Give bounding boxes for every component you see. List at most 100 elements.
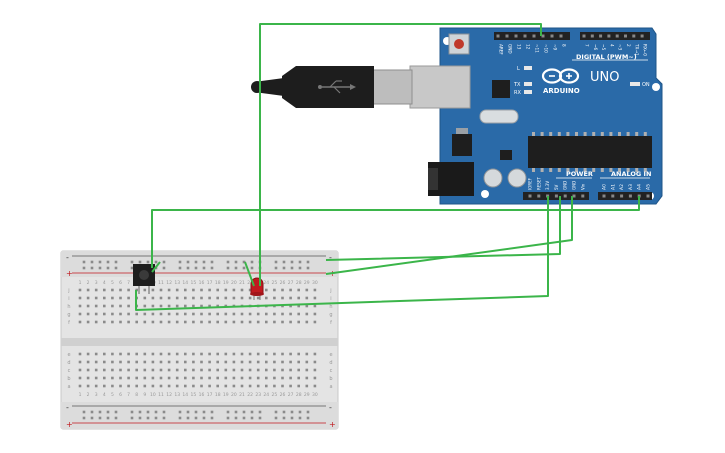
- breadboard-hole[interactable]: [151, 320, 155, 324]
- breadboard-hole[interactable]: [143, 360, 147, 364]
- rail-hole[interactable]: [202, 410, 206, 414]
- breadboard-hole[interactable]: [289, 312, 292, 316]
- rail-hole[interactable]: [90, 416, 94, 420]
- breadboard-hole[interactable]: [313, 320, 317, 324]
- breadboard-hole[interactable]: [305, 288, 309, 292]
- breadboard-hole[interactable]: [289, 320, 292, 324]
- breadboard-hole[interactable]: [232, 288, 236, 292]
- breadboard-hole[interactable]: [289, 384, 292, 388]
- breadboard-hole[interactable]: [297, 368, 300, 372]
- breadboard-hole[interactable]: [103, 368, 106, 372]
- breadboard-hole[interactable]: [184, 368, 187, 372]
- breadboard-hole[interactable]: [143, 368, 147, 372]
- rail-hole[interactable]: [154, 410, 158, 414]
- breadboard-hole[interactable]: [94, 352, 98, 356]
- breadboard-hole[interactable]: [281, 312, 284, 316]
- breadboard-hole[interactable]: [111, 304, 114, 308]
- breadboard-hole[interactable]: [127, 384, 130, 388]
- rail-hole[interactable]: [106, 260, 110, 264]
- rail-hole[interactable]: [90, 266, 94, 270]
- breadboard-hole[interactable]: [151, 360, 155, 364]
- breadboard-hole[interactable]: [167, 288, 171, 292]
- breadboard-hole[interactable]: [175, 368, 179, 372]
- breadboard-hole[interactable]: [127, 312, 130, 316]
- breadboard-hole[interactable]: [273, 288, 276, 292]
- rail-hole[interactable]: [178, 410, 182, 414]
- breadboard-hole[interactable]: [248, 368, 252, 372]
- rail-hole[interactable]: [298, 266, 302, 270]
- rail-hole[interactable]: [98, 260, 102, 264]
- breadboard-hole[interactable]: [224, 376, 228, 380]
- breadboard-hole[interactable]: [305, 352, 309, 356]
- breadboard-hole[interactable]: [208, 376, 211, 380]
- analog-pin-hole[interactable]: [611, 194, 615, 198]
- breadboard-hole[interactable]: [313, 368, 317, 372]
- breadboard-hole[interactable]: [184, 320, 187, 324]
- breadboard-hole[interactable]: [216, 360, 219, 364]
- breadboard-hole[interactable]: [289, 368, 292, 372]
- breadboard-hole[interactable]: [248, 360, 252, 364]
- digital-pin-hole[interactable]: [523, 34, 527, 38]
- breadboard-hole[interactable]: [159, 352, 163, 356]
- rail-hole[interactable]: [114, 416, 118, 420]
- rail-hole[interactable]: [82, 266, 86, 270]
- breadboard-hole[interactable]: [167, 352, 171, 356]
- breadboard-hole[interactable]: [135, 384, 138, 388]
- rail-hole[interactable]: [242, 410, 246, 414]
- breadboard-hole[interactable]: [78, 288, 82, 292]
- breadboard-hole[interactable]: [94, 320, 98, 324]
- breadboard-hole[interactable]: [127, 304, 130, 308]
- breadboard-hole[interactable]: [175, 320, 179, 324]
- rail-hole[interactable]: [282, 410, 286, 414]
- digital-pin-hole[interactable]: [640, 34, 644, 38]
- rail-hole[interactable]: [146, 410, 150, 414]
- rail-hole[interactable]: [250, 416, 254, 420]
- breadboard-hole[interactable]: [265, 360, 268, 364]
- breadboard-hole[interactable]: [78, 320, 82, 324]
- wire-led-jumper[interactable]: [244, 261, 255, 287]
- breadboard-hole[interactable]: [167, 368, 171, 372]
- breadboard-hole[interactable]: [151, 312, 155, 316]
- breadboard-hole[interactable]: [159, 384, 163, 388]
- rail-hole[interactable]: [130, 410, 134, 414]
- wire-rail-to-5v[interactable]: [325, 196, 573, 275]
- breadboard-hole[interactable]: [240, 360, 244, 364]
- breadboard-hole[interactable]: [127, 288, 130, 292]
- rail-hole[interactable]: [202, 260, 206, 264]
- breadboard-hole[interactable]: [297, 320, 300, 324]
- rail-hole[interactable]: [274, 416, 278, 420]
- rail-hole[interactable]: [282, 260, 286, 264]
- breadboard-hole[interactable]: [143, 320, 147, 324]
- breadboard-hole[interactable]: [192, 304, 195, 308]
- breadboard-hole[interactable]: [192, 384, 195, 388]
- breadboard-hole[interactable]: [297, 288, 300, 292]
- breadboard-hole[interactable]: [256, 296, 260, 300]
- breadboard-hole[interactable]: [216, 296, 219, 300]
- breadboard-hole[interactable]: [200, 360, 203, 364]
- breadboard-hole[interactable]: [232, 352, 236, 356]
- breadboard-hole[interactable]: [175, 304, 179, 308]
- breadboard-hole[interactable]: [175, 352, 179, 356]
- rail-hole[interactable]: [114, 410, 118, 414]
- breadboard-hole[interactable]: [86, 296, 90, 300]
- breadboard-hole[interactable]: [119, 304, 122, 308]
- breadboard-hole[interactable]: [289, 296, 292, 300]
- breadboard-hole[interactable]: [265, 376, 268, 380]
- breadboard-hole[interactable]: [184, 352, 187, 356]
- rail-hole[interactable]: [186, 266, 190, 270]
- breadboard-hole[interactable]: [265, 312, 268, 316]
- rail-hole[interactable]: [186, 416, 190, 420]
- breadboard-hole[interactable]: [175, 384, 179, 388]
- breadboard-hole[interactable]: [289, 304, 292, 308]
- power-pin-hole[interactable]: [554, 194, 558, 198]
- breadboard-hole[interactable]: [256, 376, 260, 380]
- breadboard-hole[interactable]: [103, 304, 106, 308]
- breadboard-hole[interactable]: [224, 368, 228, 372]
- wire-rail-to-gnd[interactable]: [325, 196, 561, 261]
- rail-hole[interactable]: [130, 266, 134, 270]
- breadboard-hole[interactable]: [119, 296, 122, 300]
- breadboard-hole[interactable]: [103, 312, 106, 316]
- breadboard-hole[interactable]: [94, 360, 98, 364]
- rail-hole[interactable]: [106, 266, 110, 270]
- digital-pin-hole[interactable]: [607, 34, 611, 38]
